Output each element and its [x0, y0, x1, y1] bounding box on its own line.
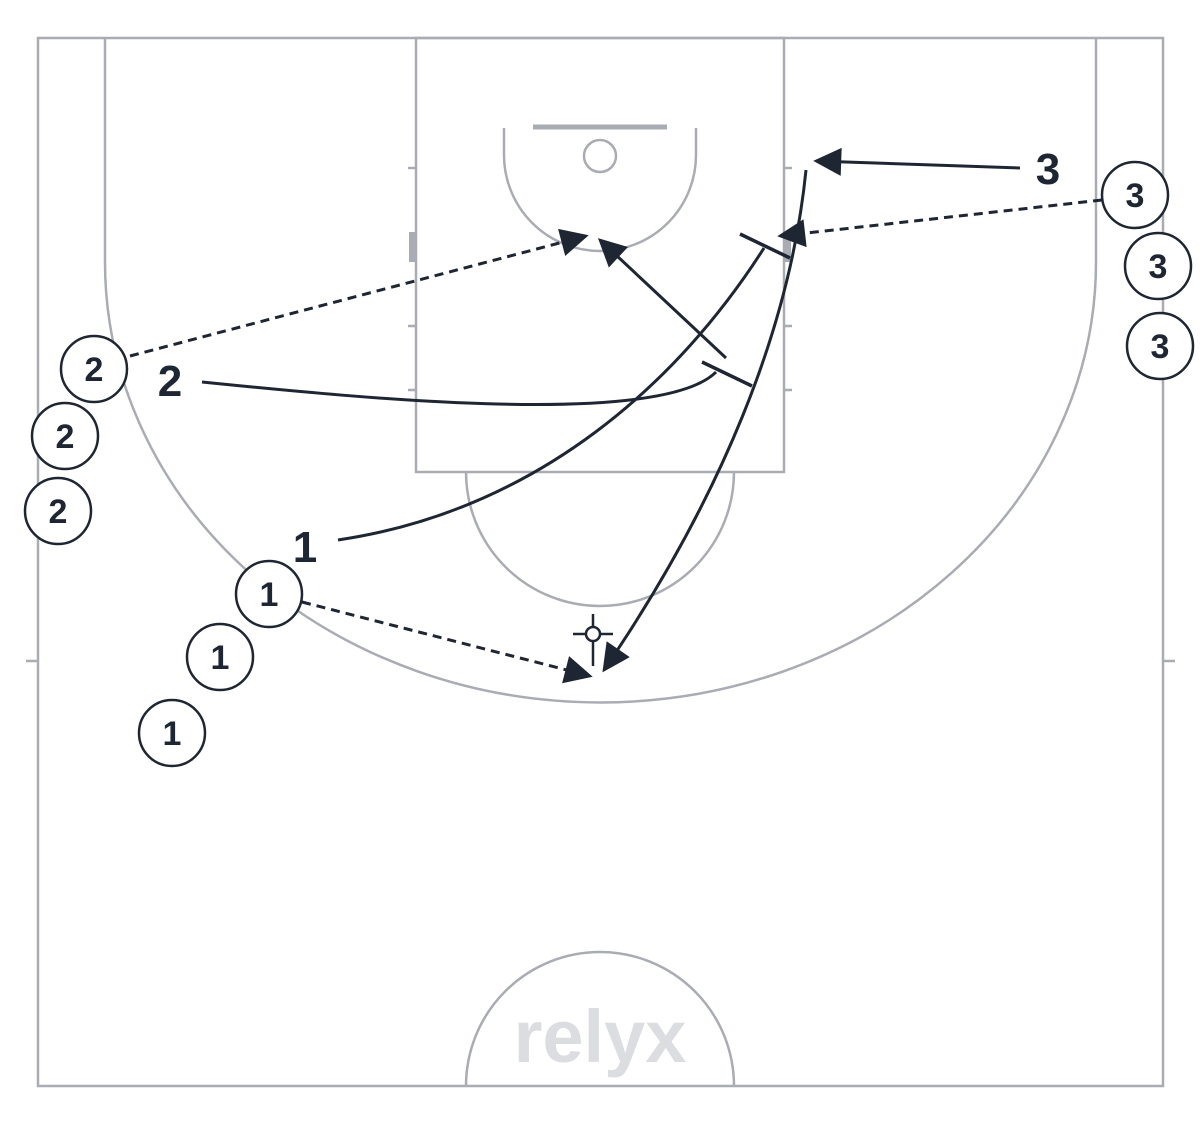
pass-line-3: [777, 198, 1103, 248]
player-number: 2: [49, 493, 68, 531]
court-lines: [26, 36, 1175, 1088]
player-marker[interactable]: 3: [1123, 231, 1193, 301]
player-marker[interactable]: 2: [23, 476, 93, 546]
player-number: 1: [260, 576, 279, 614]
player-number: 2: [56, 418, 75, 456]
pass-line-1: [301, 600, 593, 684]
player-marker[interactable]: 3: [1125, 311, 1195, 381]
screen-2: [701, 360, 753, 388]
court-boundary: [36, 36, 1165, 1088]
free-throw-circle: [464, 471, 736, 608]
player-marker[interactable]: 3: [1100, 160, 1170, 230]
crosshair-target-icon: [573, 614, 613, 666]
pass-line-2: [129, 228, 589, 358]
cut-line-2b: [597, 238, 728, 360]
play-actions: [129, 147, 1103, 684]
three-point-arc: [103, 261, 1098, 704]
path-label-2: 2: [158, 357, 182, 406]
rim: [582, 138, 618, 174]
player-number: 1: [163, 715, 182, 753]
cut-line-1: [337, 247, 766, 542]
screen-1: [739, 232, 791, 260]
center-circle: [464, 950, 736, 1087]
paint: [414, 36, 786, 474]
player-marker[interactable]: 1: [185, 622, 255, 692]
path-label-3: 3: [1036, 145, 1060, 194]
watermark-logo: relyx: [514, 995, 687, 1078]
player-number: 3: [1151, 328, 1170, 366]
restricted-area: [502, 128, 698, 253]
path-labels: 1 2 3: [158, 145, 1060, 572]
players: 1 1 1 2 2 2 3 3: [23, 160, 1195, 768]
block-mark: [409, 232, 416, 262]
player-marker[interactable]: 1: [137, 698, 207, 768]
cut-line-2: [201, 370, 718, 406]
path-label-1: 1: [293, 523, 317, 572]
player-number: 1: [211, 639, 230, 677]
player-marker[interactable]: 2: [30, 401, 100, 471]
player-number: 2: [85, 351, 104, 389]
cut-line-3b: [602, 169, 808, 673]
player-marker[interactable]: 1: [234, 559, 304, 629]
player-marker[interactable]: 2: [59, 334, 129, 404]
player-number: 3: [1149, 248, 1168, 286]
cut-line-3: [813, 147, 1021, 176]
player-number: 3: [1126, 177, 1145, 215]
